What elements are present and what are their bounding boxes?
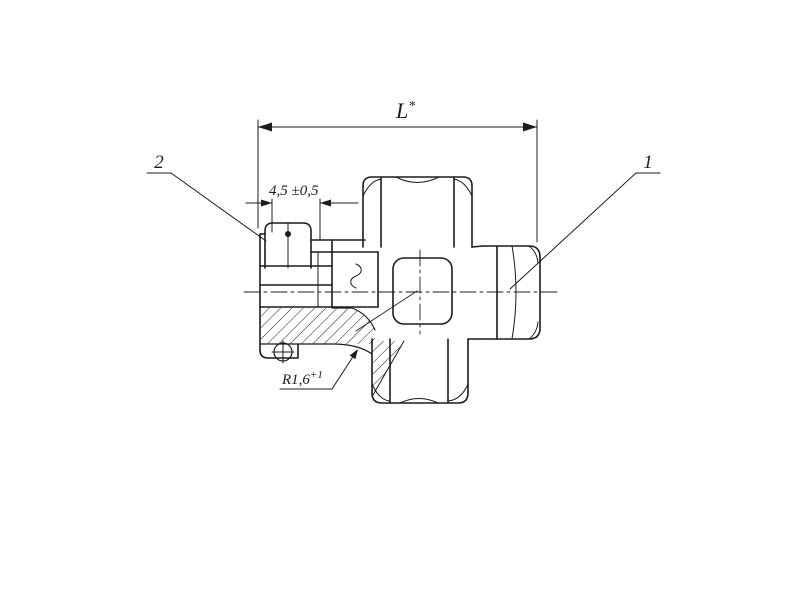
dimension-width [245,198,359,241]
length-dimension-label: L* [395,98,415,123]
radius-superscript: +1 [310,369,323,381]
right-hex-nut [482,245,541,340]
bottom-nut-chamfer-right [447,383,469,402]
radius-dimension-label: R1,6+1 [281,369,323,388]
arrowhead [349,349,358,360]
top-nut-chamfer-mid [395,176,440,183]
width-dimension-label: 4,5 ±0,5 [269,183,319,199]
bottom-nut-chamfer-mid [399,398,439,404]
leader-line [331,351,357,390]
callout-1-label: 1 [643,152,653,173]
right-nut-face-curve [511,245,517,340]
right-nut-chamfer-top [528,245,539,264]
step-top-right [471,245,484,248]
lower-step-outline [259,343,299,359]
radius-callout [279,349,358,390]
leader-line [509,172,637,290]
arrowhead-left [261,199,272,207]
callout-2 [146,172,267,242]
leader-line [170,172,267,242]
fillet-arc [331,343,373,355]
top-nut-outline [362,176,473,248]
length-superscript: * [408,99,415,114]
center-body [377,245,484,340]
center-bore-outline [392,257,453,325]
hatch-section-nut [261,308,332,344]
section-upper-contour [331,307,376,331]
right-nut-outline [482,245,541,340]
callout-2-label: 2 [154,152,164,173]
section-slope-line [372,340,405,396]
bottom-nut-outline [371,338,469,404]
right-nut-chamfer-bottom [528,321,539,340]
thread-relief-squiggle [350,263,362,289]
top-nut-chamfer-right [453,178,473,197]
center-punch-dot [285,231,291,237]
callout-1 [509,172,661,290]
arrowhead-right [320,199,331,207]
centerlines [243,249,559,335]
radius-value: R1,6 [281,372,310,388]
top-nut-chamfer-left [362,178,382,197]
top-hex-nut [362,176,473,248]
left-fitting [259,222,405,396]
hatch-section-body [332,308,375,344]
dimension-length [257,119,538,243]
arrowhead-left [258,122,272,132]
length-value: L [395,98,408,123]
arrowhead-right [523,122,537,132]
